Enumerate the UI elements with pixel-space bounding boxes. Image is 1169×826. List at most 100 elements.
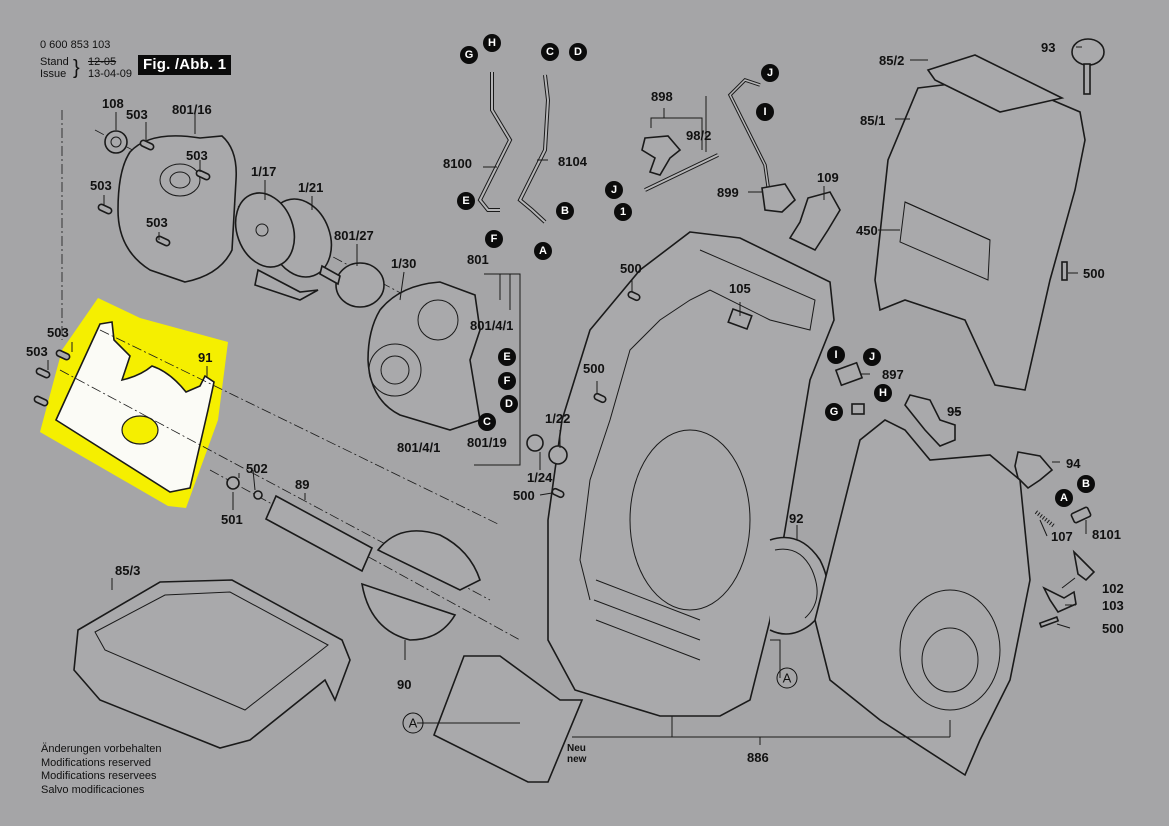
connector-marker: G H C D E F A B J I J 1 E F D C I J G H … bbox=[457, 34, 1095, 507]
part-103[interactable] bbox=[1042, 586, 1077, 614]
callout-91: 91 bbox=[198, 350, 212, 365]
callout-500: 500 bbox=[1083, 266, 1105, 281]
callout-801-19: 801/19 bbox=[467, 435, 507, 450]
part-109-clip[interactable] bbox=[788, 191, 841, 252]
callout-898: 898 bbox=[651, 89, 673, 104]
cable-8104-inner bbox=[518, 74, 550, 223]
callout-1-21: 1/21 bbox=[298, 180, 323, 195]
callout-1-30: 1/30 bbox=[391, 256, 416, 271]
part-502-washer[interactable] bbox=[253, 490, 263, 500]
cable-8100-inner bbox=[478, 72, 512, 211]
svg-text:J: J bbox=[767, 67, 773, 79]
svg-text:C: C bbox=[546, 46, 554, 58]
figure-label: Fig. /Abb. 1 bbox=[138, 55, 232, 75]
connector-marker-open: A A bbox=[402, 667, 798, 734]
part-102[interactable] bbox=[1072, 549, 1096, 582]
callout-500: 500 bbox=[583, 361, 605, 376]
svg-text:E: E bbox=[503, 351, 510, 363]
part-85-2-lid[interactable] bbox=[926, 54, 1065, 113]
svg-text:D: D bbox=[574, 46, 582, 58]
callout-8104: 8104 bbox=[558, 154, 588, 169]
callout-503: 503 bbox=[26, 344, 48, 359]
svg-text:1: 1 bbox=[620, 206, 626, 218]
part-1-17-fan[interactable] bbox=[226, 185, 342, 301]
cable-899[interactable] bbox=[727, 77, 772, 201]
callout-85-2: 85/2 bbox=[879, 53, 904, 68]
callout-801: 801 bbox=[467, 252, 489, 267]
screw-500-103[interactable] bbox=[1038, 616, 1060, 628]
disclaimer-line: Modifications reservees bbox=[41, 770, 157, 782]
part-1-24[interactable] bbox=[526, 434, 544, 452]
part-85-3-tray[interactable] bbox=[73, 579, 351, 749]
svg-text:G: G bbox=[465, 49, 474, 61]
part-801-16-gear-cover[interactable] bbox=[117, 135, 238, 283]
callout-8101: 8101 bbox=[1092, 527, 1121, 542]
callout-105: 105 bbox=[729, 281, 751, 296]
svg-text:H: H bbox=[488, 37, 496, 49]
callout-502: 502 bbox=[246, 461, 268, 476]
callout-503: 503 bbox=[90, 178, 112, 193]
part-91-bracket[interactable] bbox=[54, 321, 215, 493]
part-8101[interactable] bbox=[1070, 506, 1092, 524]
callout-94: 94 bbox=[1066, 456, 1081, 471]
part-105[interactable] bbox=[727, 307, 753, 331]
callout-886: 886 bbox=[747, 750, 769, 765]
stand-label: Stand bbox=[40, 56, 69, 68]
svg-text:D: D bbox=[505, 398, 513, 410]
part-801-27[interactable] bbox=[319, 262, 385, 308]
disclaimer-line: Änderungen vorbehalten bbox=[41, 743, 162, 755]
callout-1-22: 1/22 bbox=[545, 411, 570, 426]
svg-text:A: A bbox=[783, 671, 792, 686]
part-108-bearing[interactable] bbox=[104, 130, 128, 154]
callout-899: 899 bbox=[717, 185, 739, 200]
callout-1-17: 1/17 bbox=[251, 164, 276, 179]
callout-500: 500 bbox=[513, 488, 535, 503]
part-899-plug[interactable] bbox=[761, 183, 797, 213]
svg-text:C: C bbox=[483, 416, 491, 428]
brace: } bbox=[73, 57, 80, 79]
callout-1-24: 1/24 bbox=[527, 470, 553, 485]
part-89-blade[interactable] bbox=[264, 494, 374, 573]
svg-text:H: H bbox=[879, 387, 887, 399]
part-side-housing[interactable] bbox=[814, 419, 1031, 777]
label-neu: Neu bbox=[567, 743, 586, 754]
callout-801-27: 801/27 bbox=[334, 228, 374, 243]
callout-93: 93 bbox=[1041, 40, 1055, 55]
screw-500[interactable] bbox=[551, 261, 1068, 499]
callout-500: 500 bbox=[620, 261, 642, 276]
svg-text:F: F bbox=[504, 375, 511, 387]
part-107-spring[interactable] bbox=[1034, 510, 1056, 528]
part-897[interactable] bbox=[834, 361, 865, 415]
callout-501: 501 bbox=[221, 512, 243, 527]
part-898-switch[interactable] bbox=[641, 135, 682, 176]
disclaimer: Änderungen vorbehalten Modifications res… bbox=[41, 743, 161, 797]
cable-8104[interactable] bbox=[517, 74, 551, 224]
part-93-knob[interactable] bbox=[1071, 38, 1105, 95]
callout-90: 90 bbox=[397, 677, 411, 692]
issue-label: Issue bbox=[40, 68, 67, 80]
part-886-main-housing[interactable] bbox=[547, 231, 835, 717]
callout-503: 503 bbox=[146, 215, 168, 230]
callout-897: 897 bbox=[882, 367, 904, 382]
svg-text:A: A bbox=[539, 245, 547, 257]
part-1-22[interactable] bbox=[548, 445, 568, 465]
screw-503[interactable] bbox=[33, 139, 211, 407]
part-chute-new[interactable] bbox=[432, 655, 584, 783]
part-90-disc[interactable] bbox=[360, 530, 481, 641]
callout-103: 103 bbox=[1102, 598, 1124, 613]
callout-85-3: 85/3 bbox=[115, 563, 140, 578]
callout-92: 92 bbox=[789, 511, 803, 526]
callout-98-2: 98/2 bbox=[686, 128, 711, 143]
part-94[interactable] bbox=[1014, 451, 1054, 490]
svg-text:A: A bbox=[1060, 492, 1068, 504]
old-date: 12-05 bbox=[88, 56, 117, 68]
part-95[interactable] bbox=[904, 394, 956, 447]
part-801-motor-housing[interactable] bbox=[367, 281, 481, 431]
label-new: new bbox=[567, 754, 587, 765]
part-501-screw[interactable] bbox=[226, 476, 240, 490]
svg-text:G: G bbox=[830, 406, 839, 418]
part-85-1-upper-housing[interactable] bbox=[874, 77, 1086, 391]
disclaimer-line: Modifications reserved bbox=[41, 756, 152, 769]
part-450-panel[interactable] bbox=[904, 201, 991, 241]
svg-text:F: F bbox=[491, 233, 498, 245]
